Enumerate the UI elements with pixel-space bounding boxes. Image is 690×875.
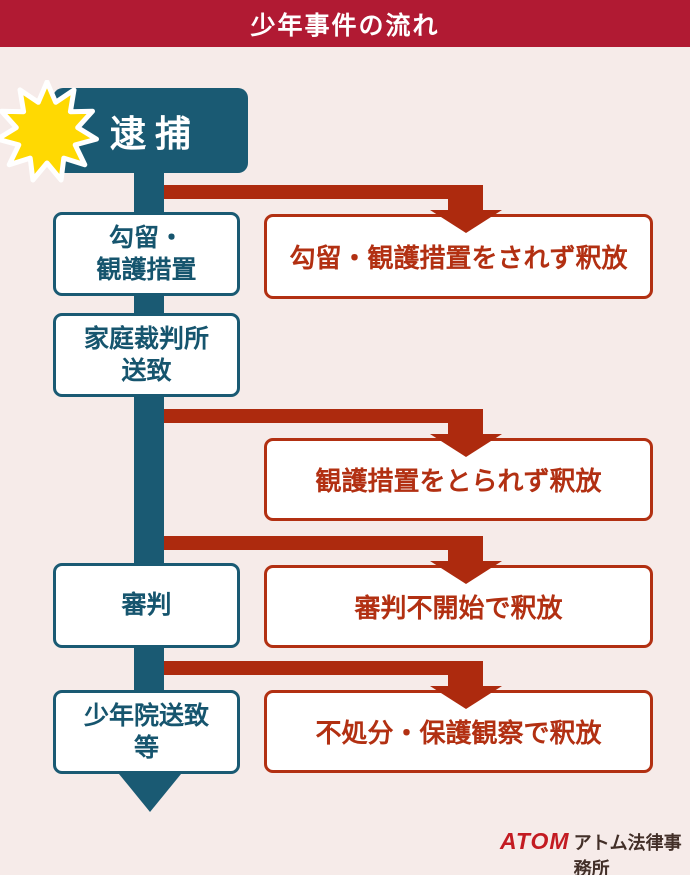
arrow-down-icon [430, 686, 502, 709]
release-label: 不処分・保護観察で釈放 [315, 718, 602, 748]
stage-label-line2: 観護措置 [96, 256, 197, 284]
stage-box-juvenile-training-school: 少年院送致 等 [53, 690, 240, 774]
stage-label-line2: 送致 [121, 357, 172, 385]
starburst-icon [0, 80, 99, 183]
stage-box-detention: 勾留・ 観護措置 [53, 212, 240, 296]
release-label: 勾留・観護措置をされず釈放 [289, 243, 628, 273]
branch-drop [448, 675, 483, 688]
branch-bar [150, 185, 483, 199]
header-bar: 少年事件の流れ [0, 0, 690, 47]
brand-logo: ATOM アトム法律事務所 [500, 828, 690, 875]
page-title: 少年事件の流れ [250, 11, 440, 40]
stage-label-line2: 等 [133, 734, 159, 762]
start-node-label: 逮捕 [109, 112, 200, 154]
stage-label-line1: 審判 [121, 591, 172, 620]
release-label: 観護措置をとられず釈放 [315, 466, 602, 496]
branch-drop [448, 550, 483, 563]
arrow-down-icon [430, 561, 502, 584]
stage-label-line1: 家庭裁判所 [83, 324, 209, 353]
flow-end-arrow-down-icon [119, 774, 181, 812]
branch-bar [150, 536, 483, 550]
stage-box-hearing: 審判 [53, 563, 240, 648]
brand-logo-name: アトム法律事務所 [573, 833, 682, 875]
brand-logo-atom: ATOM [500, 828, 570, 854]
branch-bar [150, 409, 483, 423]
arrow-down-icon [430, 210, 502, 233]
branch-drop [448, 199, 483, 212]
release-label: 審判不開始で釈放 [354, 593, 563, 623]
stage-box-family-court: 家庭裁判所 送致 [53, 313, 240, 397]
branch-bar [150, 661, 483, 675]
branch-drop [448, 423, 483, 436]
stage-label-line1: 勾留・ [108, 223, 184, 252]
arrow-down-icon [430, 434, 502, 457]
stage-label-line1: 少年院送致 [83, 701, 209, 730]
